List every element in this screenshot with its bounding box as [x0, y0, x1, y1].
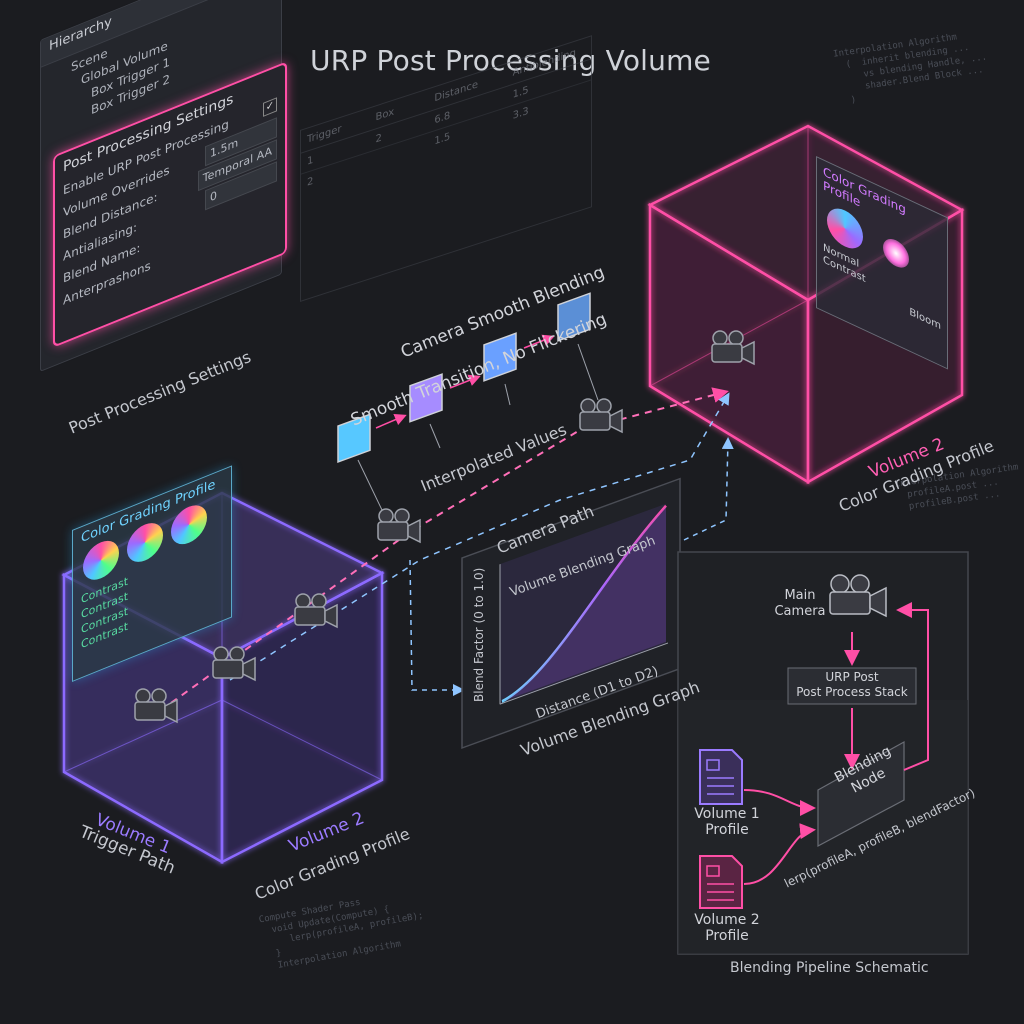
blend-curve — [501, 504, 667, 703]
main-camera-text: Main Camera — [774, 588, 826, 619]
frame-thumbnail — [409, 373, 443, 423]
blending-graph — [461, 477, 681, 750]
profile2-label: Volume 2 Profile — [690, 912, 764, 944]
post-stack-line-2: Post Process Stack — [796, 685, 908, 699]
camera-icon — [377, 508, 421, 544]
profile2-line-2: Profile — [705, 928, 749, 944]
frame-thumbnail — [337, 413, 371, 464]
graph-ylabel: Blend Factor (0 to 1.0) — [472, 567, 486, 702]
camera-icon — [294, 593, 338, 629]
interp-frames — [337, 292, 599, 511]
camera-path-line — [229, 392, 730, 681]
document-icon — [699, 749, 743, 805]
profile2-line-1: Volume 2 — [694, 912, 760, 928]
blending-node-box — [817, 740, 905, 848]
main-camera-label: Main Camera — [770, 588, 830, 620]
camera-path-line — [149, 387, 729, 719]
camera-icon — [711, 330, 755, 366]
post-stack-label: URP Post Post Process Stack — [788, 670, 916, 700]
graph-link-line — [683, 437, 734, 541]
post-stack-line-1: URP Post — [825, 670, 879, 684]
graph-link-line — [409, 559, 465, 696]
page-title: URP Post Processing Volume — [310, 44, 711, 77]
camera-icon — [212, 646, 256, 682]
camera-icon — [134, 688, 178, 724]
camera-icon — [829, 574, 887, 618]
camera-icon — [579, 398, 623, 434]
frame-thumbnail — [483, 332, 517, 382]
profile1-label: Volume 1 Profile — [690, 806, 764, 838]
frame-thumbnail — [557, 292, 591, 342]
pipeline-schematic — [677, 551, 969, 955]
pipeline-caption: Blending Pipeline Schematic — [730, 960, 929, 976]
profile1-line-1: Volume 1 — [694, 806, 760, 822]
bloom-glow — [883, 234, 909, 273]
profile1-line-2: Profile — [705, 822, 749, 838]
post-stack-box — [787, 667, 917, 705]
document-icon — [699, 855, 743, 909]
